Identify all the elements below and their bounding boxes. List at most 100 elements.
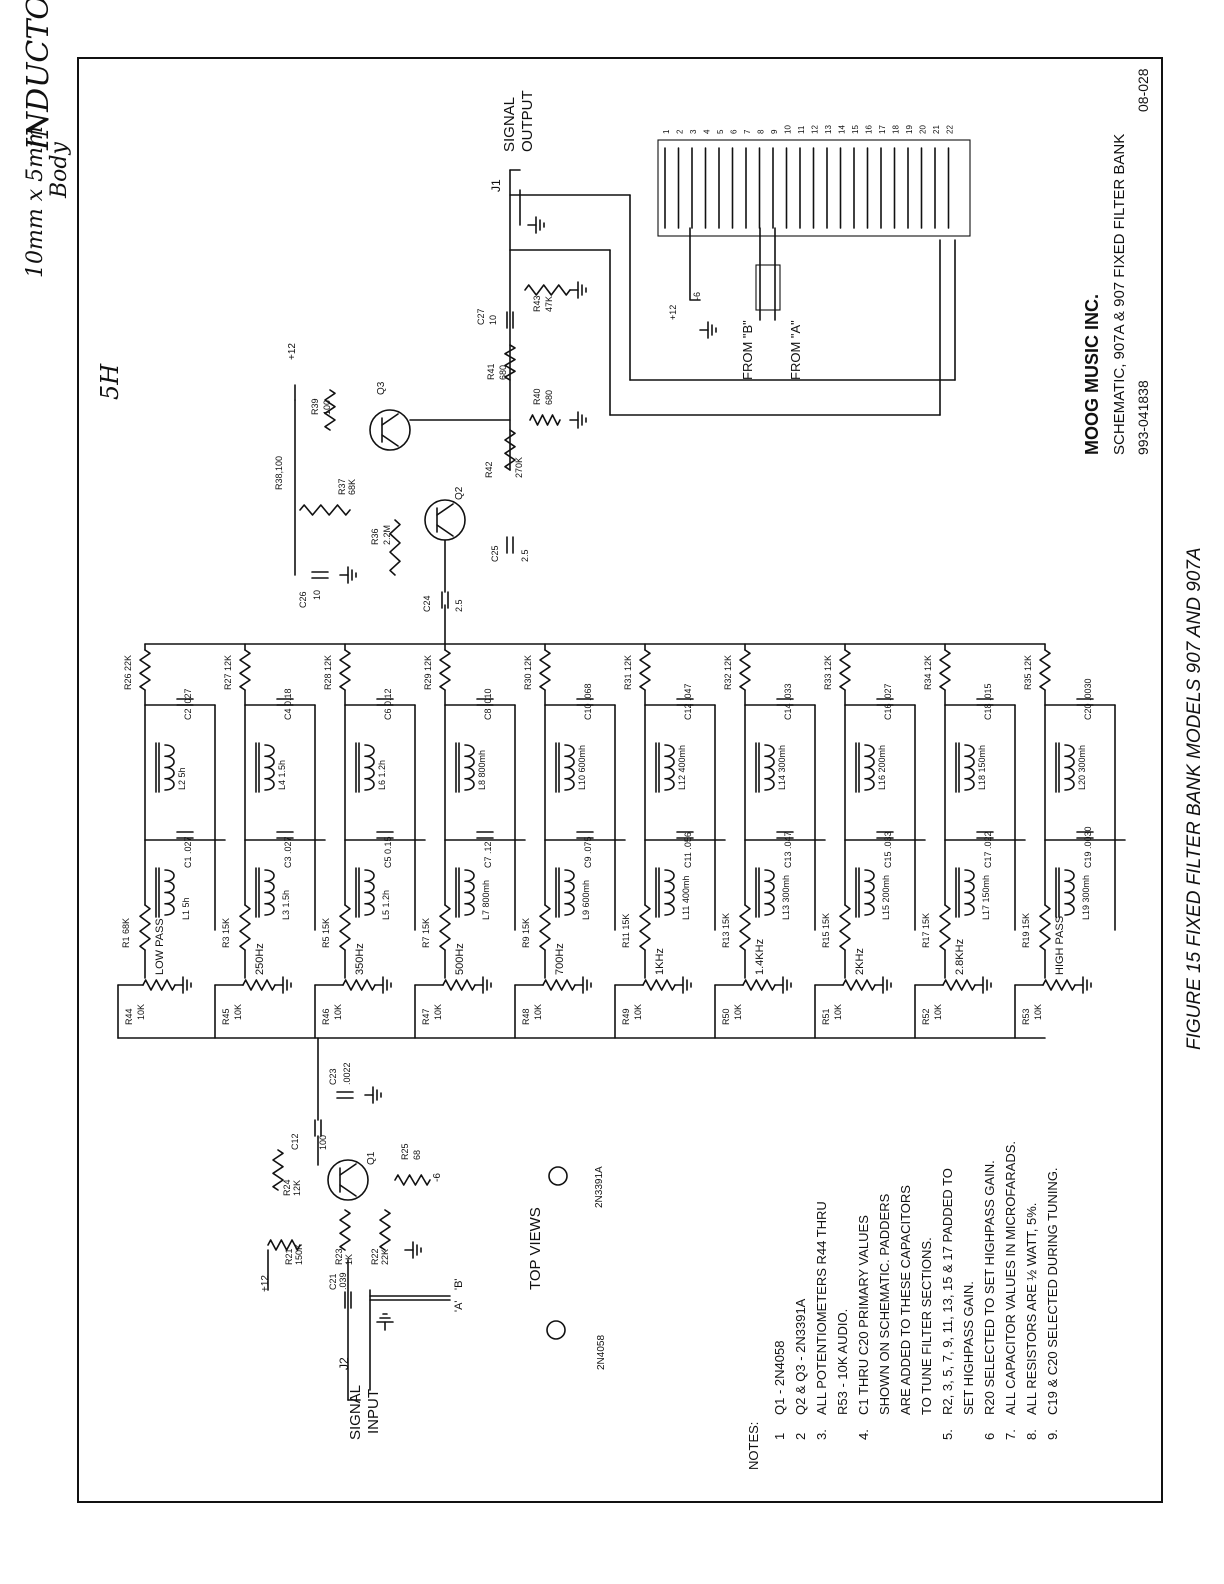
section-frequency-label: 1KHz	[654, 948, 666, 975]
output-resistor-label: R33 12K	[823, 655, 833, 690]
inductor-b-label: L16 200mh	[877, 745, 887, 790]
input-resistor-label: R7 15K	[421, 918, 431, 948]
pot-ref: R53	[1021, 1008, 1031, 1025]
r21-resistor-icon	[267, 1239, 301, 1251]
r41-resistor-icon	[504, 344, 516, 381]
potentiometer-icon	[442, 979, 476, 991]
signal-output-label-1: SIGNAL	[501, 97, 518, 152]
note-number: 5.	[940, 1429, 955, 1440]
output-resistor-icon	[139, 649, 151, 691]
r40-value: 680	[544, 390, 554, 405]
pot-ref: R48	[521, 1008, 531, 1025]
output-resistor-icon	[739, 649, 751, 691]
c27-capacitor-icon	[506, 311, 514, 329]
q3-label: Q3	[376, 381, 387, 395]
inductor-a-icon	[855, 867, 875, 918]
connector-pin-label: 15	[851, 125, 860, 134]
capacitor-a-label: C1 .027	[183, 836, 193, 868]
pot-value: 10K	[733, 1004, 743, 1020]
ground-icon	[374, 976, 392, 994]
q2-transistor-icon	[424, 499, 466, 541]
plus12-out-label: +12	[287, 343, 298, 360]
ground-icon	[404, 1241, 422, 1259]
transistor-body	[369, 409, 411, 451]
capacitor-a-label: C17 .022	[983, 831, 993, 868]
section-frequency-label: 2.8KHz	[954, 939, 966, 975]
ground-icon	[774, 976, 792, 994]
input-resistor-icon	[539, 904, 551, 951]
capacitor-b-label: C20 .0030	[1083, 678, 1093, 720]
connector-pin-label: 7	[743, 129, 752, 134]
transistor-collector	[381, 413, 399, 426]
inductor-b-icon	[555, 742, 575, 793]
section-frequency-label: 700Hz	[554, 943, 566, 975]
pot-ref: R49	[621, 1008, 631, 1025]
capacitor-b-label: C14 .033	[783, 683, 793, 720]
pot-value: 10K	[833, 1004, 843, 1020]
r42-resistor-icon	[504, 429, 516, 471]
note-number: 8.	[1024, 1429, 1039, 1440]
capacitor-a-icon	[876, 831, 894, 839]
inductor-a-label: L15 200mh	[881, 875, 891, 920]
handwritten-inductors-note: INDUCTORS	[21, 0, 56, 151]
input-resistor-label: R5 15K	[321, 918, 331, 948]
output-resistor-label: R29 12K	[423, 655, 433, 690]
transistor-emitter	[381, 434, 399, 447]
r23-value: 1K	[344, 1254, 354, 1265]
connector-pin-label: 5	[716, 129, 725, 134]
potentiometer-icon	[342, 979, 376, 991]
transistor-collector	[339, 1163, 357, 1176]
r43-label: R43	[532, 295, 542, 312]
inductor-a-icon	[755, 867, 775, 918]
top-views: TOP VIEWS 2N4058 2N3391A	[527, 1166, 607, 1370]
r24-label: R24	[282, 1179, 292, 1196]
inductor-b-label: L10 600mh	[577, 745, 587, 790]
connector-pin-label: 16	[865, 125, 874, 134]
r25-value: 68	[412, 1150, 422, 1160]
output-resistor-icon	[439, 649, 451, 691]
figure-caption: FIGURE 15 FIXED FILTER BANK MODELS 907 A…	[1184, 547, 1205, 1050]
top-views-title: TOP VIEWS	[527, 1207, 544, 1290]
inductor-a-label: L13 300mh	[781, 875, 791, 920]
minus6-label: -6	[432, 1173, 443, 1182]
transistor-body	[424, 499, 466, 541]
inductor-coil	[764, 869, 775, 916]
connector-pin-label: 21	[932, 125, 941, 134]
section-frequency-label: 1.4KHz	[754, 939, 766, 975]
ground-icon	[1074, 976, 1092, 994]
output-resistor-label: R35 12K	[1023, 655, 1033, 690]
input-resistor-icon	[1039, 904, 1051, 951]
capacitor-a-label: C7 .12	[483, 841, 493, 868]
capacitor-a-icon	[976, 831, 994, 839]
note-number: 9.	[1045, 1429, 1060, 1440]
transistor-emitter	[436, 524, 454, 537]
capacitor-b-label: C12 .047	[683, 683, 693, 720]
inductor-coil	[964, 869, 975, 916]
section-frequency-label: 350Hz	[354, 943, 366, 975]
output-resistor-icon	[239, 649, 251, 691]
note-text: R2, 3, 5, 7, 9, 11, 13, 15 & 17 PADDED T…	[940, 1168, 955, 1415]
pot-ref: R46	[321, 1008, 331, 1025]
inductor-a-icon	[655, 867, 675, 918]
section-frequency-label: 250Hz	[254, 943, 266, 975]
r37-label: R37	[337, 478, 347, 495]
r38-label: R38,100	[274, 456, 284, 490]
inductor-b-icon	[355, 742, 375, 793]
inductor-a-label: L3 1.5h	[281, 890, 291, 920]
connector-minus6: -6	[692, 292, 702, 300]
input-resistor-icon	[339, 904, 351, 951]
input-resistor-label: R17 15K	[921, 913, 931, 948]
pot-value: 10K	[1033, 1004, 1043, 1020]
section-frequency-label: LOW PASS	[154, 918, 166, 975]
r37-value: 68K	[347, 479, 357, 495]
transistor-collector	[436, 503, 454, 516]
r24-resistor-icon	[272, 1149, 284, 1191]
inductor-a-label: L5 1.2h	[381, 890, 391, 920]
input-resistor-icon	[239, 904, 251, 951]
ground-icon	[574, 976, 592, 994]
capacitor-b-label: C18 .015	[983, 683, 993, 720]
